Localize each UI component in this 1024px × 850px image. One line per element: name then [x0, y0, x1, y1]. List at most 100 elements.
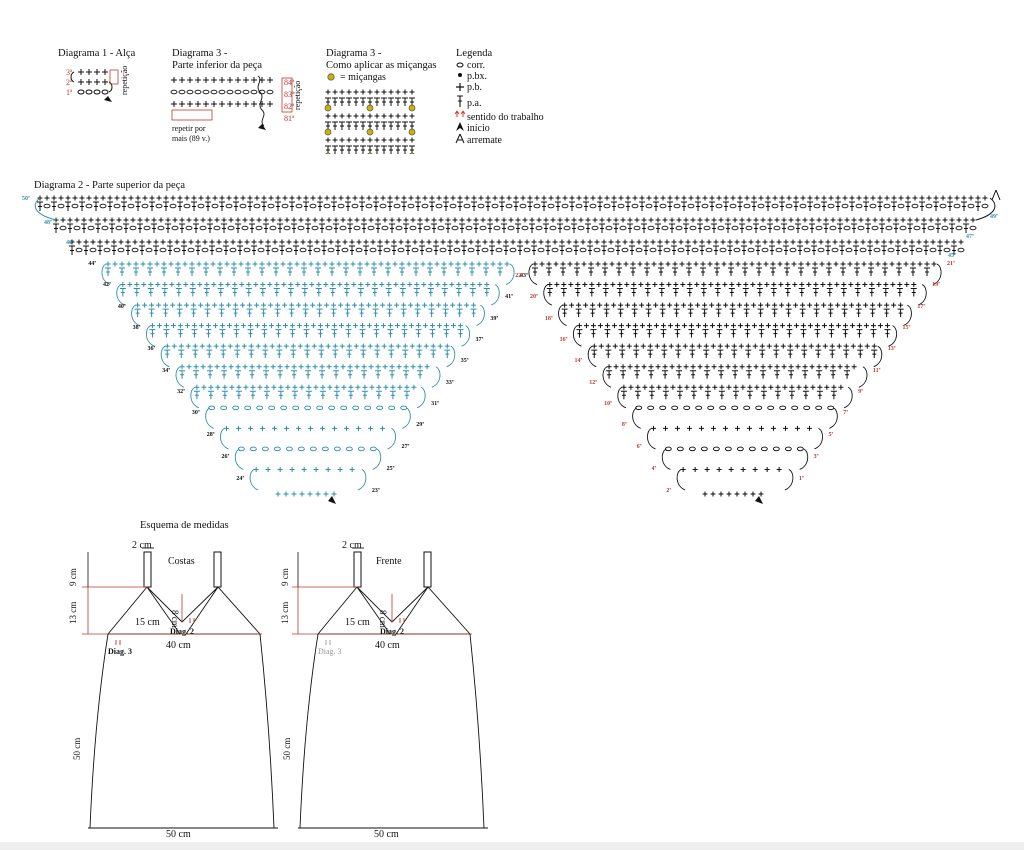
single-crochet-mark [366, 302, 372, 308]
single-crochet-mark [197, 282, 203, 288]
single-crochet-mark [212, 323, 218, 329]
double-crochet-mark [221, 390, 228, 400]
single-crochet-mark [450, 302, 456, 308]
single-crochet-mark [849, 302, 855, 308]
single-crochet-mark [674, 195, 680, 201]
single-crochet-mark [470, 282, 476, 288]
double-crochet-mark [620, 370, 627, 379]
double-crochet-mark [163, 329, 170, 338]
single-crochet-mark [723, 425, 729, 431]
single-crochet-mark [812, 261, 818, 267]
single-crochet-mark [641, 217, 647, 223]
double-crochet-mark [643, 245, 649, 255]
single-crochet-mark [747, 425, 753, 431]
bodice-height-label: 13 cm [68, 601, 78, 624]
single-crochet-mark [804, 239, 810, 245]
double-crochet-mark [700, 267, 706, 276]
double-crochet-mark [644, 288, 651, 297]
single-crochet-mark [732, 217, 738, 223]
single-crochet-mark [758, 323, 764, 329]
single-crochet-mark [455, 261, 461, 267]
single-crochet-mark [704, 217, 710, 223]
single-crochet-mark [687, 282, 693, 288]
work-direction-icon [454, 110, 466, 117]
double-crochet-mark [329, 288, 336, 297]
single-crochet-mark [790, 239, 796, 245]
single-crochet-mark [729, 282, 735, 288]
single-crochet-mark [886, 217, 892, 223]
single-crochet-mark [134, 282, 140, 288]
double-crochet-mark [395, 97, 401, 106]
double-crochet-mark [783, 245, 789, 255]
double-crochet-mark [947, 201, 953, 211]
single-crochet-mark [409, 137, 415, 143]
single-crochet-mark [396, 217, 402, 223]
single-crochet-mark [462, 261, 468, 267]
single-crochet-mark [299, 384, 305, 390]
double-crochet-mark [147, 267, 153, 276]
single-crochet-mark [923, 239, 929, 245]
double-crochet-mark [919, 201, 925, 211]
single-crochet-mark [802, 217, 808, 223]
single-crochet-mark [434, 261, 440, 267]
chain-mark [226, 89, 234, 95]
chain-mark [747, 247, 755, 253]
single-crochet-mark [554, 282, 560, 288]
single-crochet-mark [440, 239, 446, 245]
single-crochet-mark [415, 302, 421, 308]
double-crochet-mark [231, 288, 238, 297]
single-crochet-mark [740, 466, 746, 472]
single-crochet-mark [656, 384, 662, 390]
double-crochet-mark [619, 349, 626, 359]
single-crochet-mark [58, 195, 64, 201]
single-crochet-mark [576, 195, 582, 201]
legend-item-label: arremate [467, 135, 502, 146]
single-crochet-mark [402, 89, 408, 95]
double-crochet-mark [195, 245, 201, 255]
double-crochet-mark [419, 245, 425, 255]
double-crochet-mark [616, 288, 623, 297]
single-crochet-mark [203, 261, 209, 267]
single-crochet-mark [302, 282, 308, 288]
double-crochet-mark [688, 329, 695, 338]
single-crochet-mark [688, 323, 694, 329]
single-crochet-mark [809, 364, 815, 370]
double-crochet-mark [137, 223, 143, 233]
single-crochet-mark [781, 364, 787, 370]
double-crochet-mark [657, 245, 663, 255]
single-crochet-mark [891, 302, 897, 308]
double-crochet-mark [361, 223, 367, 233]
chain-mark [591, 225, 599, 231]
double-crochet-mark [353, 145, 359, 154]
double-crochet-mark [826, 288, 833, 297]
single-crochet-mark [583, 302, 589, 308]
single-crochet-mark [356, 425, 362, 431]
chain-mark [467, 247, 475, 253]
single-crochet-mark [104, 239, 110, 245]
diag-2-arrows [189, 618, 195, 623]
double-crochet-mark [545, 245, 551, 255]
chain-mark [537, 247, 545, 253]
single-crochet-mark [657, 239, 663, 245]
double-crochet-mark [686, 267, 692, 276]
single-crochet-mark [216, 239, 222, 245]
double-crochet-mark [746, 370, 753, 379]
single-crochet-mark [226, 195, 232, 201]
single-crochet-mark [282, 323, 288, 329]
single-crochet-mark [634, 217, 640, 223]
single-crochet-mark [337, 466, 343, 472]
single-crochet-mark [340, 217, 346, 223]
single-crochet-mark [970, 217, 976, 223]
single-crochet-mark [389, 364, 395, 370]
single-crochet-mark [322, 261, 328, 267]
single-crochet-mark [695, 302, 701, 308]
single-crochet-mark [278, 384, 284, 390]
single-crochet-mark [674, 323, 680, 329]
double-crochet-mark [234, 349, 241, 359]
single-crochet-mark [726, 384, 732, 390]
turning-chain [234, 448, 244, 470]
chain-mark [304, 405, 312, 411]
double-crochet-mark [207, 223, 213, 233]
single-crochet-mark [344, 425, 350, 431]
chain-mark [493, 225, 501, 231]
